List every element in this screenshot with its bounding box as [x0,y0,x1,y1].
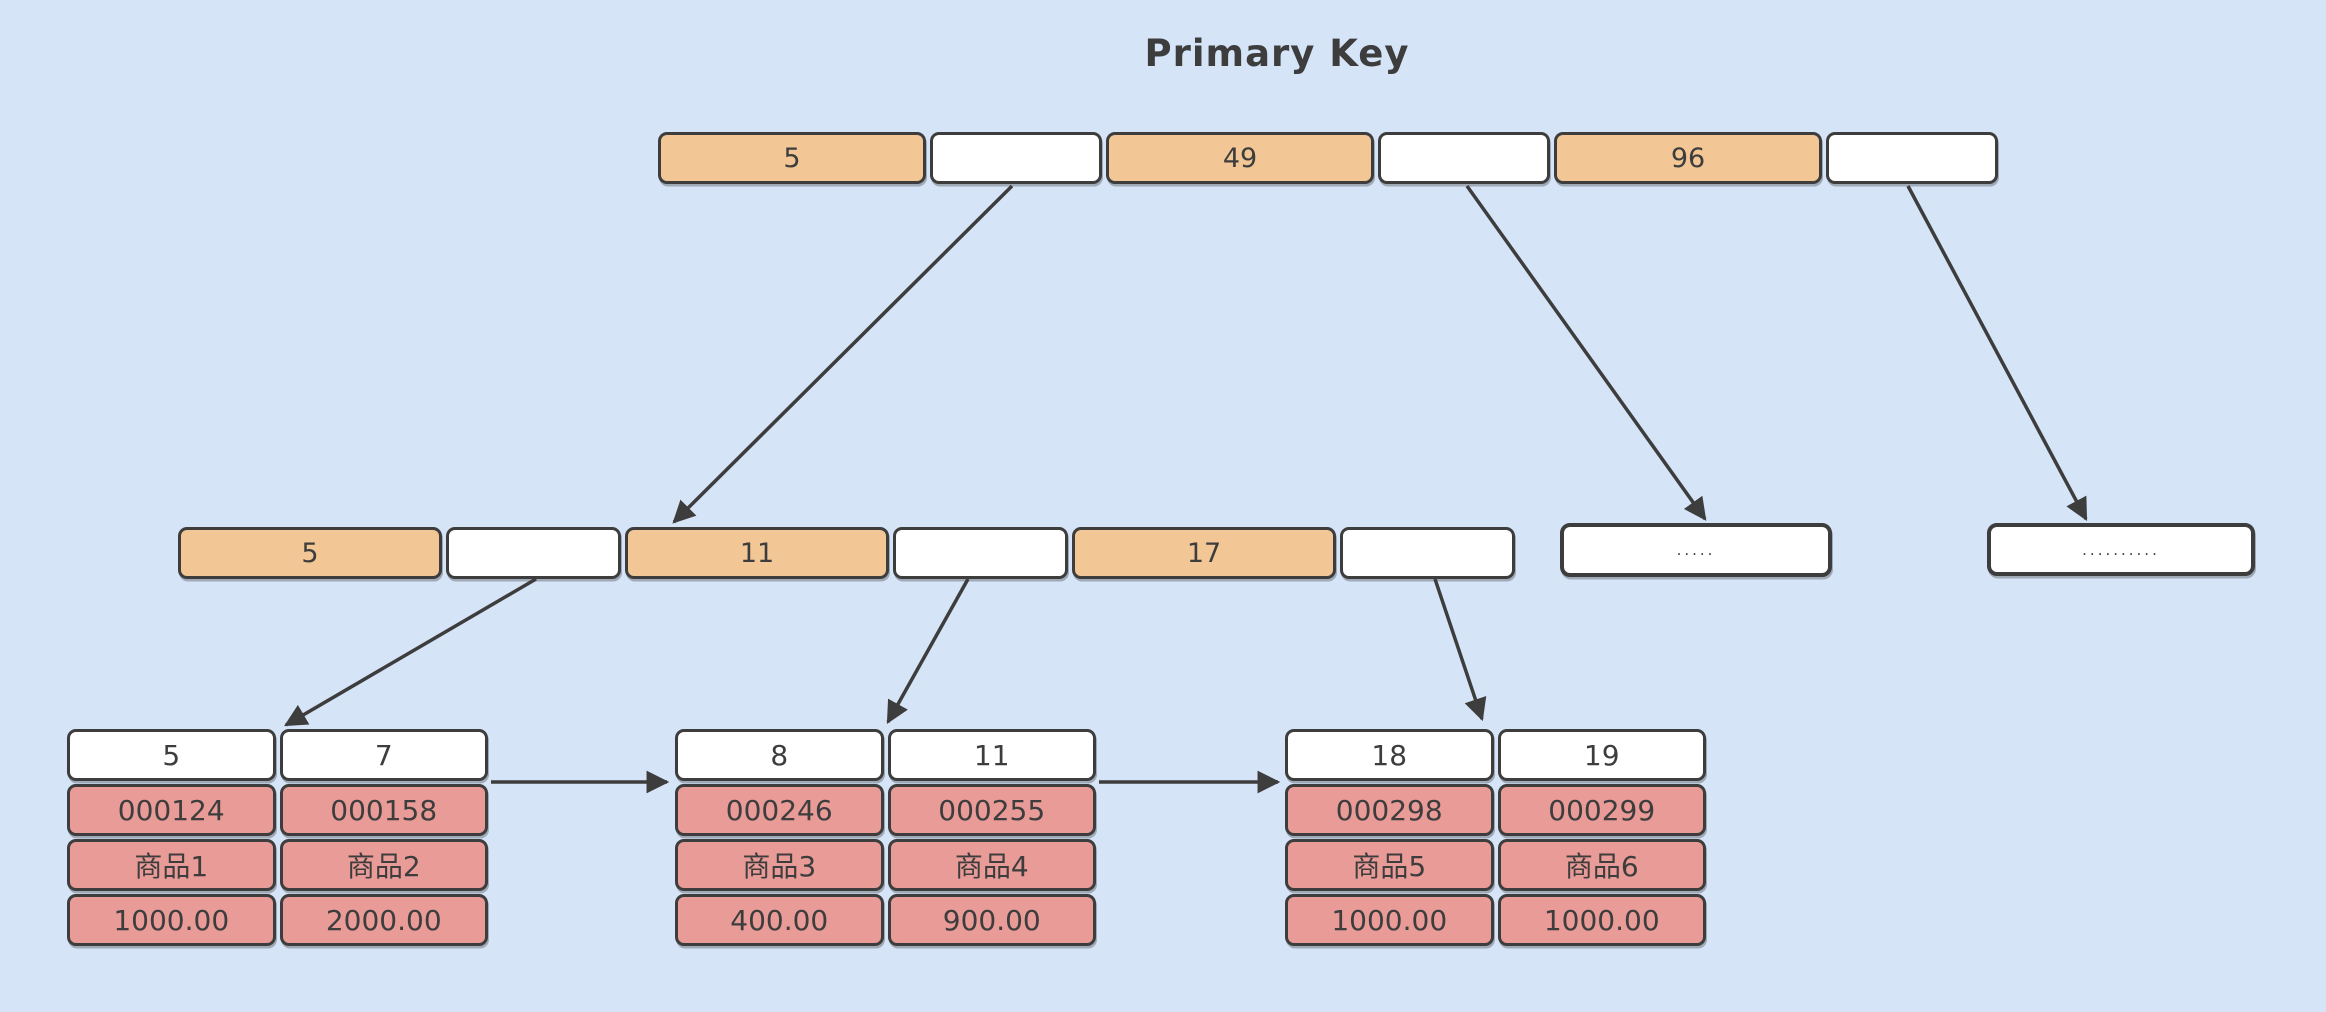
diagram-title: Primary Key [1144,32,1410,75]
collapsed-node: ..... [1560,523,1832,577]
leaf-node: 8 11 000246 000255 商品3 商品4 400.00 900.00 [675,729,1096,946]
leaf-node: 18 19 000298 000299 商品5 商品6 1000.00 1000… [1285,729,1706,946]
internal-pointer-cell [446,527,621,579]
internal-pointer-cell [1340,527,1515,579]
leaf-key-cell: 19 [1497,729,1706,781]
leaf-key-cell: 8 [675,729,884,781]
leaf-data-cell: 000299 [1497,784,1706,836]
arrow-internal-to-leaf-3 [1433,578,1487,722]
internal-key-cell: 5 [178,527,442,579]
leaf-data-cell: 商品6 [1497,839,1706,891]
leaf-data-cell: 000124 [67,784,276,836]
leaf-data-cell: 1000.00 [1285,894,1494,946]
leaf-data-cell: 000246 [675,784,884,836]
leaf-key-cell: 11 [887,729,1096,781]
arrow-internal-to-leaf-2 [886,578,970,724]
leaf-data-cell: 900.00 [887,894,1096,946]
leaf-data-cell: 000158 [279,784,488,836]
leaf-data-cell: 商品5 [1285,839,1494,891]
leaf-data-cell: 400.00 [675,894,884,946]
root-key-cell: 5 [658,132,926,184]
leaf-data-cell: 商品4 [887,839,1096,891]
leaf-data-cell: 商品2 [279,839,488,891]
arrow-internal-to-leaf-1 [284,577,537,727]
arrow-root-to-internal [672,184,1014,524]
leaf-data-cell: 1000.00 [1497,894,1706,946]
collapsed-node: .......... [1987,523,2255,576]
internal-key-cell: 11 [625,527,889,579]
leaf-node: 5 7 000124 000158 商品1 商品2 1000.00 2000.0… [67,729,488,946]
root-key-cell: 96 [1554,132,1822,184]
internal-node: 5 11 17 [178,527,1515,579]
leaf-data-cell: 1000.00 [67,894,276,946]
root-pointer-cell [1378,132,1550,184]
root-key-cell: 49 [1106,132,1374,184]
leaf-data-cell: 2000.00 [279,894,488,946]
arrow-root-to-collapsed-2 [1906,185,2088,522]
leaf-key-cell: 18 [1285,729,1494,781]
root-node: 5 49 96 [658,132,1998,184]
leaf-data-cell: 商品1 [67,839,276,891]
leaf-data-cell: 000298 [1285,784,1494,836]
leaf-data-cell: 000255 [887,784,1096,836]
internal-key-cell: 17 [1072,527,1336,579]
root-pointer-cell [930,132,1102,184]
leaf-data-cell: 商品3 [675,839,884,891]
leaf-key-cell: 7 [279,729,488,781]
arrow-root-to-collapsed-1 [1465,184,1707,521]
root-pointer-cell [1826,132,1998,184]
internal-pointer-cell [893,527,1068,579]
leaf-key-cell: 5 [67,729,276,781]
